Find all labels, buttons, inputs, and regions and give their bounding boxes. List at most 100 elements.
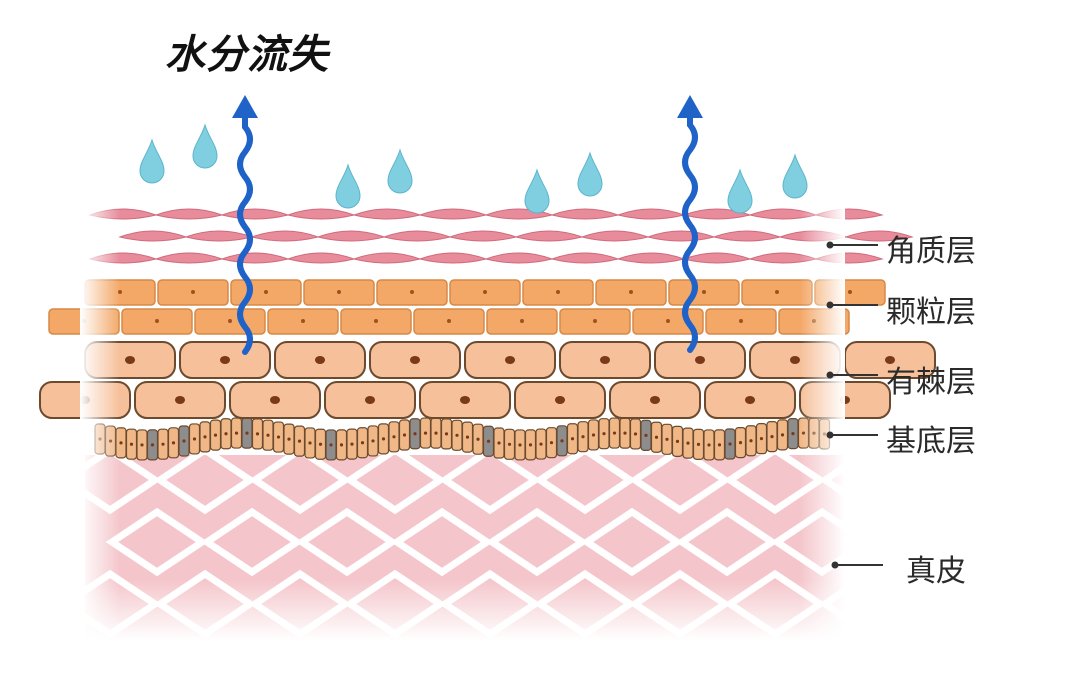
cell-nucleus	[549, 441, 554, 445]
cell-nucleus	[360, 441, 365, 445]
cell-nucleus	[654, 435, 659, 439]
cell-nucleus	[738, 440, 743, 445]
cell-nucleus	[665, 437, 669, 441]
corneocyte	[844, 230, 914, 242]
cell-nucleus	[702, 290, 706, 294]
cell-nucleus	[505, 356, 515, 364]
cell-nucleus	[486, 439, 491, 443]
cell-nucleus	[650, 396, 660, 404]
cell-nucleus	[483, 290, 487, 294]
cell-nucleus	[581, 435, 585, 439]
label-stratum-granulosum: 颗粒层	[886, 295, 976, 330]
cell-nucleus	[150, 443, 155, 447]
corneocyte	[154, 252, 224, 264]
cell-nucleus	[228, 319, 232, 323]
cell-nucleus	[770, 435, 774, 439]
cell-nucleus	[192, 437, 197, 441]
cell-nucleus	[745, 396, 755, 404]
cell-nucleus	[739, 319, 743, 323]
cell-nucleus	[140, 443, 144, 447]
water-droplet-icon	[577, 151, 603, 197]
water-loss-arrows	[232, 95, 703, 355]
corneocyte	[448, 230, 518, 242]
cell-nucleus	[301, 319, 305, 323]
cell-nucleus	[444, 432, 449, 436]
cell-nucleus	[203, 435, 207, 439]
cell-nucleus	[600, 356, 610, 364]
corneocyte	[646, 230, 716, 242]
label-leader-lines	[826, 241, 883, 569]
cell-nucleus	[675, 439, 680, 443]
granular-layer	[48, 279, 886, 335]
water-droplet-icon	[192, 123, 218, 169]
cell-nucleus	[791, 432, 795, 436]
corneocyte	[514, 230, 584, 242]
dermis-fiber	[865, 507, 969, 577]
cell-nucleus	[381, 437, 386, 441]
label-stratum-basale: 基底层	[886, 424, 976, 459]
cell-nucleus	[318, 442, 323, 446]
cell-nucleus	[371, 439, 375, 443]
cell-nucleus	[556, 290, 560, 294]
cell-nucleus	[392, 435, 396, 439]
corneocyte	[484, 252, 554, 264]
label-stratum-corneum: 角质层	[886, 234, 976, 269]
cell-nucleus	[161, 442, 165, 446]
corneocyte	[682, 252, 752, 264]
cell-nucleus	[308, 441, 312, 445]
cell-nucleus	[220, 356, 230, 364]
cell-nucleus	[455, 433, 459, 437]
cell-nucleus	[633, 432, 638, 436]
water-loss-arrow	[237, 112, 253, 355]
cell-nucleus	[266, 433, 270, 437]
cell-nucleus	[644, 433, 648, 437]
cell-nucleus	[686, 441, 690, 445]
corneocyte	[550, 252, 620, 264]
corneocyte	[118, 230, 188, 242]
cell-nucleus	[410, 290, 414, 294]
arrow-head-icon	[677, 95, 703, 118]
water-droplet-icon	[139, 138, 165, 184]
cell-nucleus	[339, 443, 344, 447]
cell-nucleus	[175, 396, 185, 404]
water-droplets	[139, 123, 808, 214]
water-loss-arrow	[682, 112, 698, 353]
water-droplet-icon	[727, 168, 753, 214]
corneocyte	[712, 230, 782, 242]
cell-nucleus	[593, 319, 597, 323]
cell-nucleus	[129, 442, 134, 446]
cell-nucleus	[612, 431, 617, 435]
corneocyte	[550, 208, 620, 220]
cell-nucleus	[707, 443, 711, 447]
water-droplet-icon	[387, 148, 413, 194]
cell-nucleus	[213, 433, 218, 437]
cell-nucleus	[460, 396, 470, 404]
arrow-head-icon	[232, 95, 258, 118]
cell-nucleus	[365, 396, 375, 404]
cell-nucleus	[570, 437, 575, 441]
cell-nucleus	[497, 441, 501, 445]
cell-nucleus	[695, 356, 705, 364]
cell-nucleus	[255, 432, 260, 436]
corneocyte	[352, 252, 422, 264]
cell-nucleus	[191, 290, 195, 294]
cell-nucleus	[125, 356, 135, 364]
cell-nucleus	[518, 443, 522, 447]
cell-nucleus	[276, 435, 281, 439]
cell-nucleus	[337, 290, 341, 294]
corneocyte	[316, 230, 386, 242]
corneocyte	[220, 208, 290, 220]
cell-nucleus	[539, 442, 543, 446]
corneocyte	[616, 252, 686, 264]
corneocyte	[220, 252, 290, 264]
corneocyte	[286, 252, 356, 264]
label-stratum-spinosum: 有棘层	[886, 365, 976, 400]
cell-nucleus	[447, 319, 451, 323]
cell-nucleus	[749, 439, 753, 443]
cell-nucleus	[602, 432, 606, 436]
corneocyte	[580, 230, 650, 242]
cell-nucleus	[329, 443, 333, 447]
cell-nucleus	[790, 356, 800, 364]
cell-nucleus	[434, 431, 438, 435]
